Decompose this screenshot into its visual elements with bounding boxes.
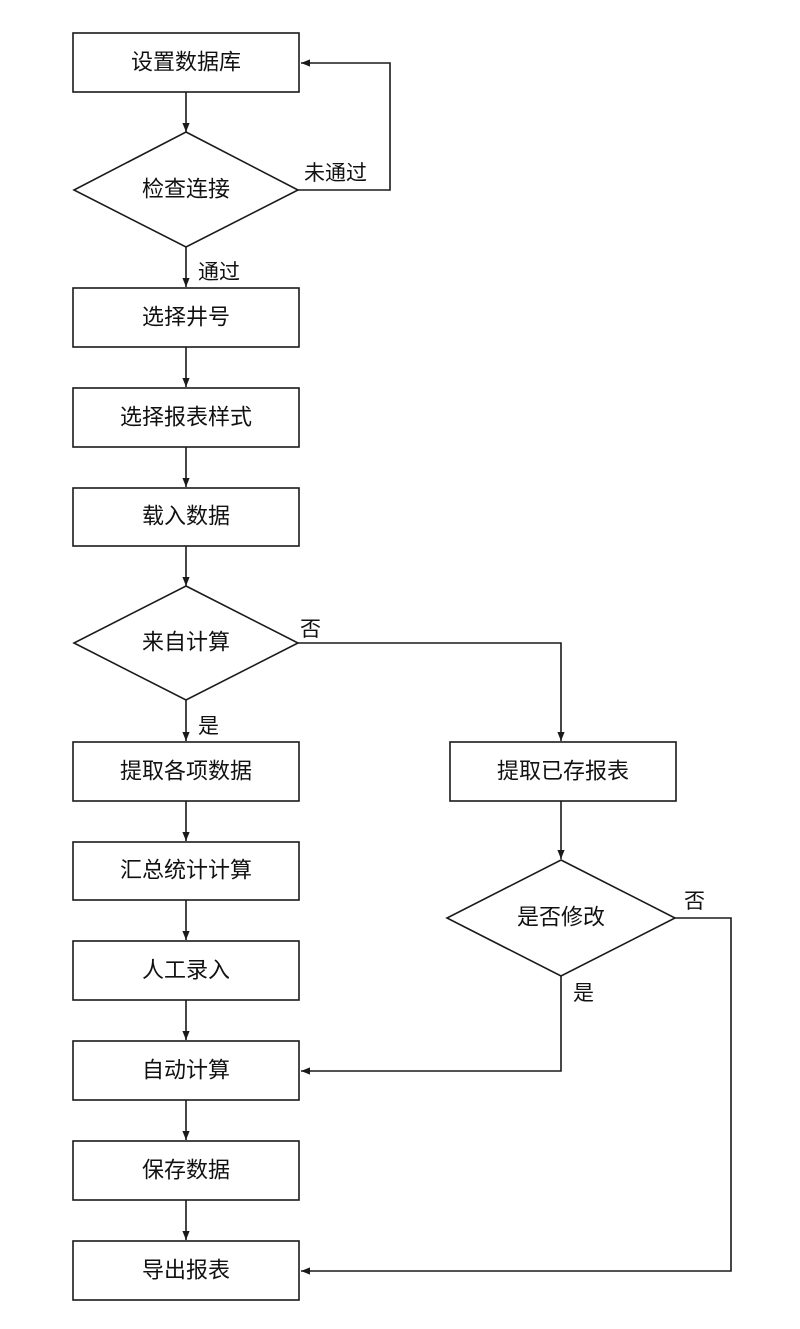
node-select-well: 选择井号 <box>72 287 300 348</box>
node-load-data: 载入数据 <box>72 487 300 547</box>
node-select-well-label: 选择井号 <box>142 306 230 331</box>
node-save-data-label: 保存数据 <box>142 1159 230 1184</box>
node-summary-calc-label: 汇总统计计算 <box>120 859 252 884</box>
edge-labels: 未通过 通过 否 是 否 是 <box>198 161 705 1005</box>
node-check-conn: 检查连接 <box>72 131 300 248</box>
node-extract-items-label: 提取各项数据 <box>120 760 252 785</box>
node-extract-saved-label: 提取已存报表 <box>497 760 629 785</box>
edges <box>182 59 732 1275</box>
edge-from-calc-no <box>298 642 565 741</box>
node-manual-input-label: 人工录入 <box>142 959 230 984</box>
node-load-data-label: 载入数据 <box>142 505 230 530</box>
edge-check-fail-loop <box>298 59 391 191</box>
label-from-calc-no: 否 <box>300 617 321 641</box>
label-from-calc-yes: 是 <box>198 714 219 738</box>
node-auto-calc-label: 自动计算 <box>142 1059 230 1084</box>
node-manual-input: 人工录入 <box>72 940 300 1001</box>
label-modify-no: 否 <box>684 889 705 913</box>
node-modify-q: 是否修改 <box>445 859 677 977</box>
node-select-style-label: 选择报表样式 <box>120 406 252 431</box>
node-from-calc-label: 来自计算 <box>142 631 230 656</box>
node-check-conn-label: 检查连接 <box>142 178 230 203</box>
node-summary-calc: 汇总统计计算 <box>72 841 300 901</box>
node-setup-db-label: 设置数据库 <box>131 51 241 76</box>
node-export-report: 导出报表 <box>72 1240 300 1301</box>
label-not-passed: 未通过 <box>304 161 367 185</box>
edge-modify-no <box>301 917 732 1275</box>
node-setup-db: 设置数据库 <box>72 32 300 93</box>
node-auto-calc: 自动计算 <box>72 1040 300 1101</box>
node-select-style: 选择报表样式 <box>72 387 300 448</box>
node-save-data: 保存数据 <box>72 1140 300 1201</box>
edge-modify-yes <box>301 976 562 1075</box>
node-extract-items: 提取各项数据 <box>72 741 300 802</box>
label-modify-yes: 是 <box>573 981 594 1005</box>
node-from-calc: 来自计算 <box>72 585 300 701</box>
label-passed: 通过 <box>198 260 240 284</box>
node-export-report-label: 导出报表 <box>142 1259 230 1284</box>
node-extract-saved: 提取已存报表 <box>449 741 677 802</box>
node-modify-q-label: 是否修改 <box>517 906 605 931</box>
